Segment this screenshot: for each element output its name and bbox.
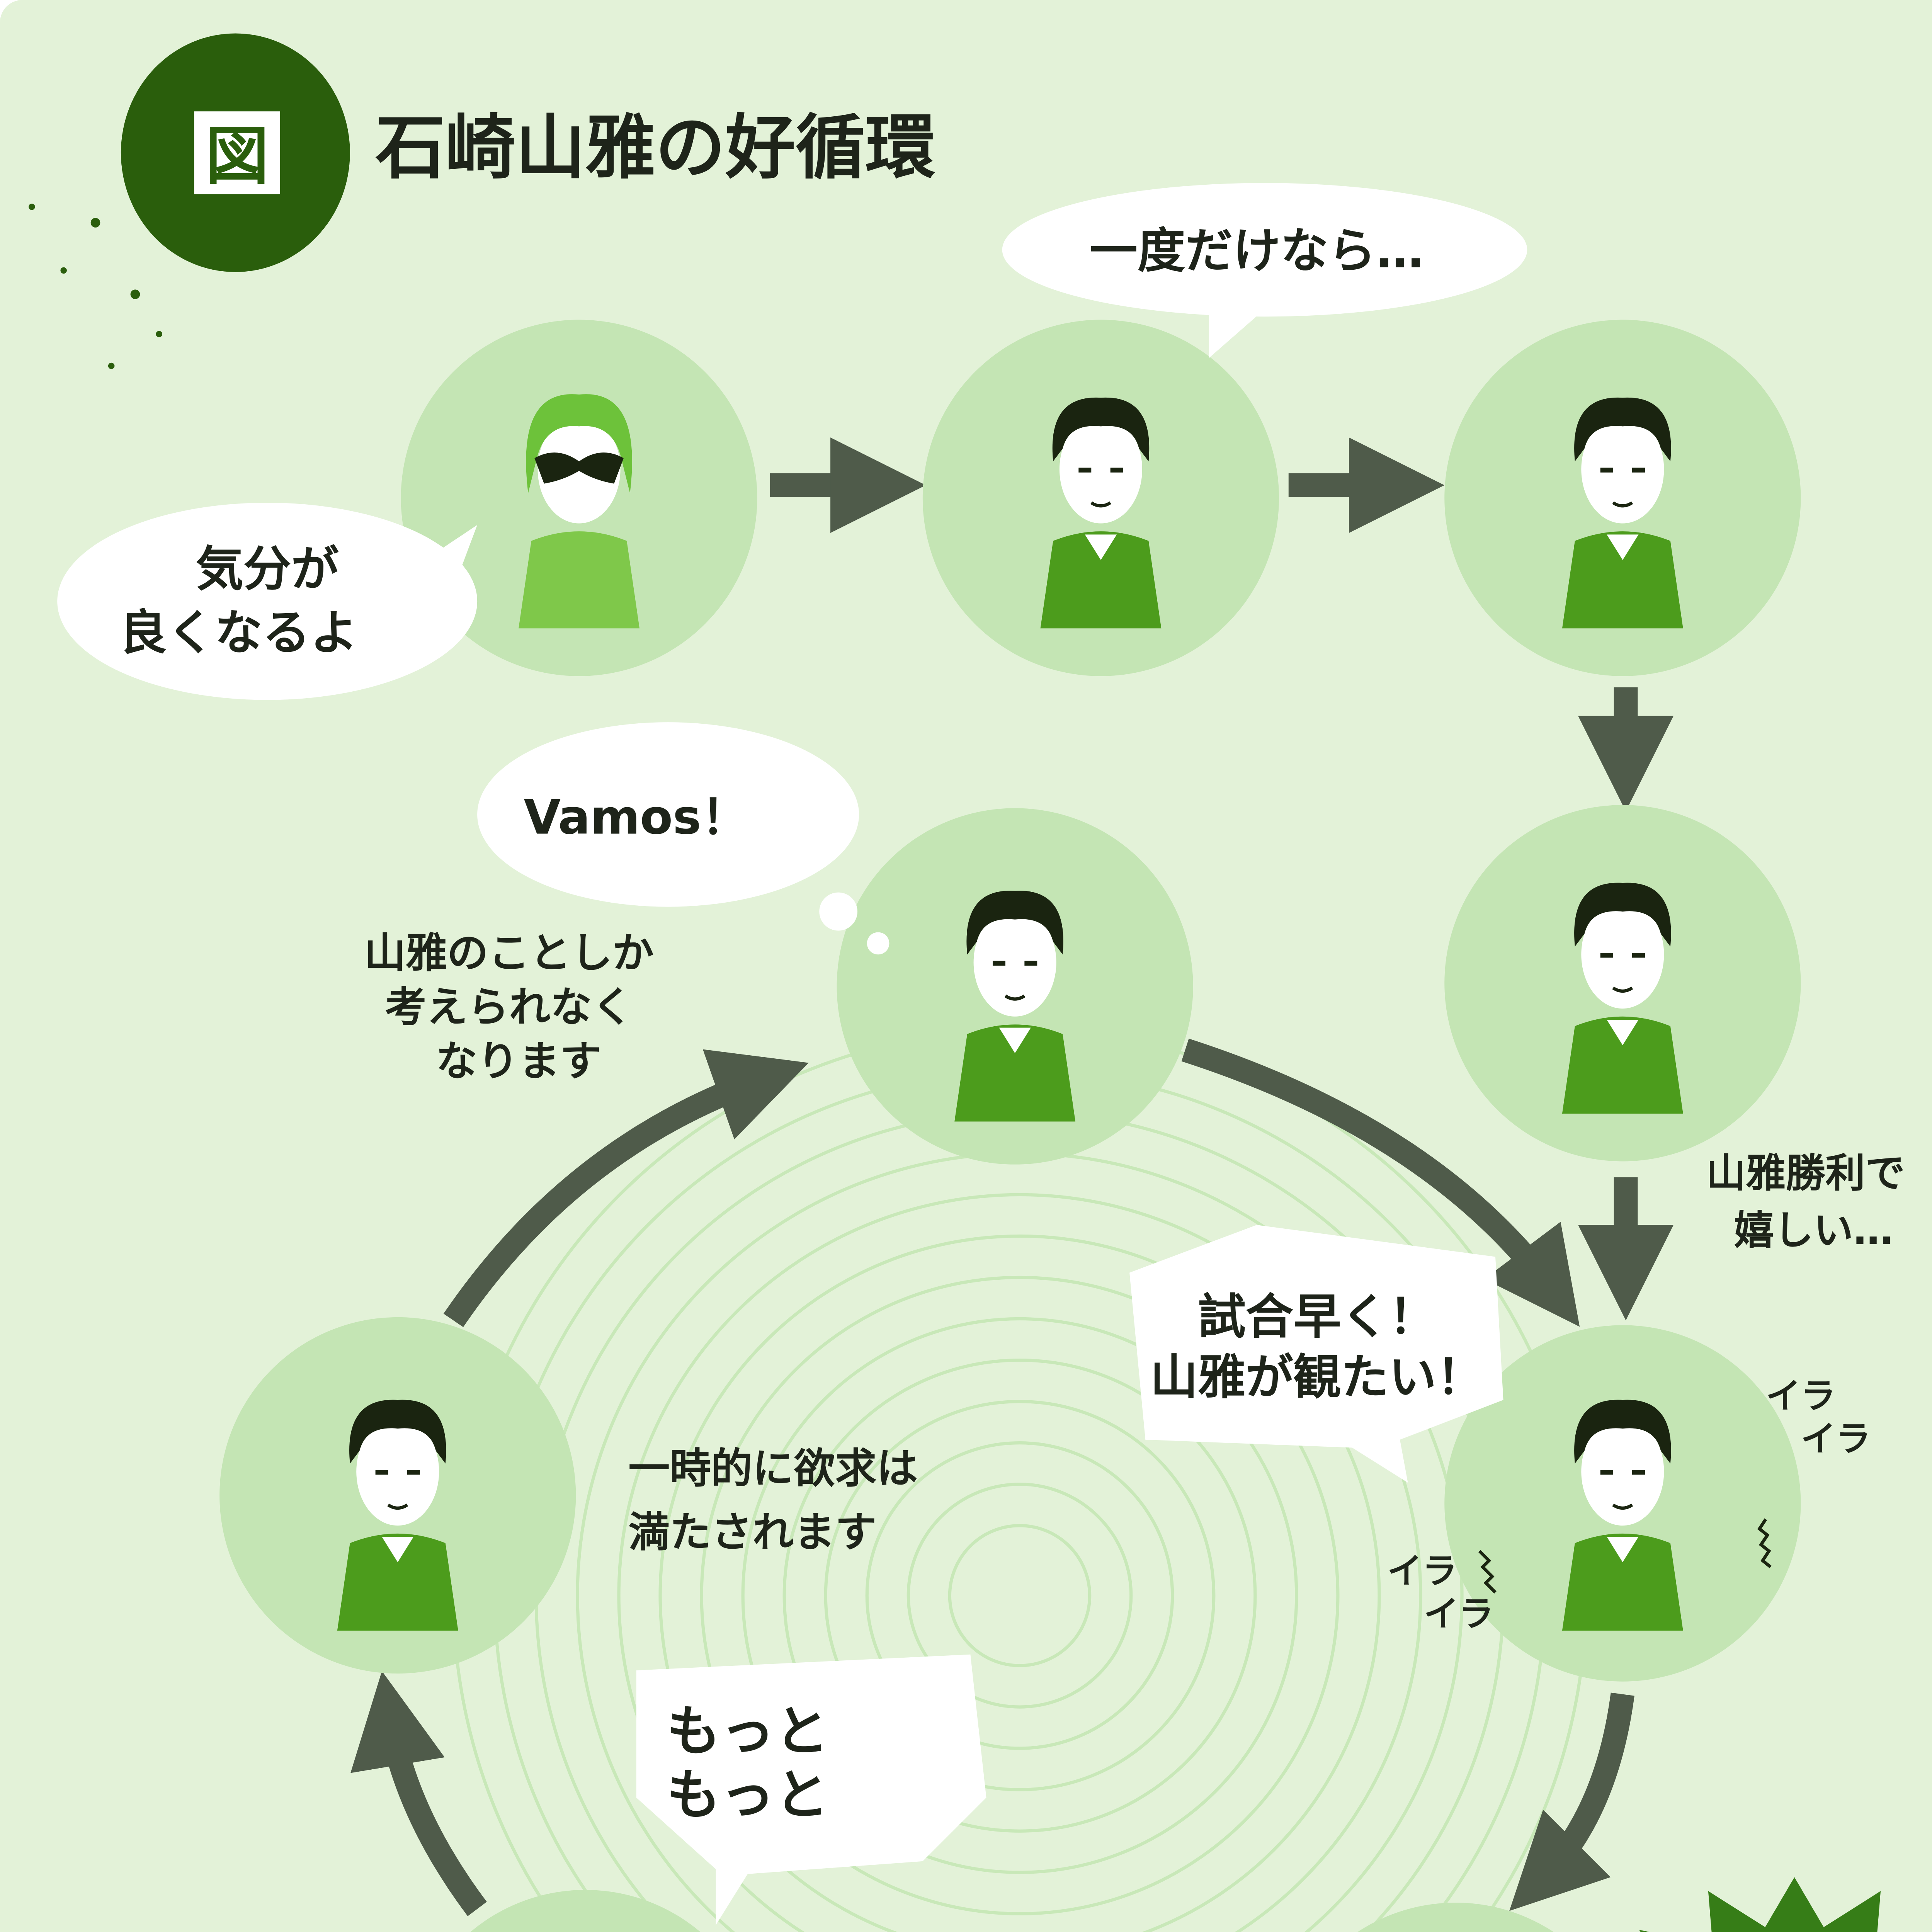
stage-uneasy [1444, 320, 1801, 676]
speech-bubble-first-try: 一度だけなら… [1002, 183, 1527, 358]
svg-text:もっと: もっと [667, 1700, 829, 1763]
stage-tolerance [470, 1890, 701, 1932]
ring [948, 1524, 1092, 1667]
squiggle-icon [1478, 1550, 1497, 1594]
flow-arrows [350, 437, 1674, 1916]
speech-bubble-dealer: 気分が 良くなるよ [57, 503, 478, 700]
svg-text:イラ: イラ [1424, 1594, 1494, 1634]
figure-title: 石崎山雅の好循環 [376, 107, 935, 189]
badge-box [194, 111, 280, 194]
ring [906, 1483, 1133, 1709]
svg-text:一時的に欲求は: 一時的に欲求は [628, 1445, 918, 1493]
stage-obsessed [837, 808, 1193, 1165]
badge-label: 図 [205, 119, 269, 193]
svg-text:なります: なります [436, 1037, 601, 1085]
ring [865, 1441, 1174, 1750]
ring [658, 1235, 1381, 1932]
caption-satisfied: 一時的に欲求は 満たされます [628, 1445, 918, 1556]
svg-text:イラ: イラ [1387, 1551, 1457, 1591]
stage-satisfied [219, 1317, 576, 1674]
irritation-effects: イラ イラ イラ イラ [1387, 1376, 1871, 1634]
ring [824, 1400, 1216, 1791]
ring [782, 1358, 1257, 1833]
svg-text:イラ: イラ [1766, 1376, 1836, 1417]
svg-text:考えられなく: 考えられなく [385, 983, 633, 1031]
stage-irritated [1444, 1325, 1801, 1682]
burst-hurry: 早く山雅を [1639, 1877, 1881, 1932]
svg-text:もっと: もっと [667, 1764, 829, 1827]
speech-bubble-irritated: 試合早く！ 山雅が観たい！ [1129, 1225, 1503, 1483]
squiggle-icon [1757, 1518, 1772, 1568]
sunglasses-icon [534, 452, 624, 484]
speech-bubble-obsessed: Vamos！ [477, 722, 889, 955]
svg-text:イラ: イラ [1801, 1419, 1871, 1459]
figure-badge: 図 [29, 33, 350, 369]
caption-obsessed: 山雅のことしか 考えられなく なります [364, 929, 654, 1085]
svg-text:嬉しい…: 嬉しい… [1734, 1208, 1893, 1254]
svg-text:山雅勝利で: 山雅勝利で [1706, 1150, 1905, 1196]
svg-text:気分が: 気分が [196, 541, 339, 597]
ring [741, 1317, 1298, 1874]
svg-text:Vamos！: Vamos！ [524, 789, 749, 845]
speech-bubble-tolerance: もっと もっと [636, 1654, 986, 1925]
stage-dealer [401, 320, 757, 676]
svg-text:山雅のことしか: 山雅のことしか [364, 929, 654, 977]
arrow-irritated-to-craving [1509, 1692, 1634, 1911]
stage-happy-win [1444, 805, 1801, 1162]
stage-first-try [922, 320, 1279, 676]
svg-text:試合早く！: 試合早く！ [1198, 1289, 1437, 1345]
svg-text:山雅が観たい！: 山雅が観たい！ [1150, 1350, 1485, 1405]
caption-happy-win: 山雅勝利で 嬉しい… [1706, 1150, 1905, 1253]
ring [700, 1276, 1340, 1915]
arrow-obsessed-to-irritated [1181, 1038, 1580, 1327]
arrow-tolerance-to-satisfied [350, 1671, 487, 1916]
ring [617, 1193, 1422, 1932]
arrow-satisfied-to-obsessed [443, 1049, 809, 1327]
svg-text:良くなるよ: 良くなるよ [119, 605, 358, 661]
stage-craving [1357, 1903, 1554, 1932]
svg-text:一度だけなら…: 一度だけなら… [1090, 223, 1424, 279]
svg-text:満たされます: 満たされます [628, 1509, 876, 1556]
